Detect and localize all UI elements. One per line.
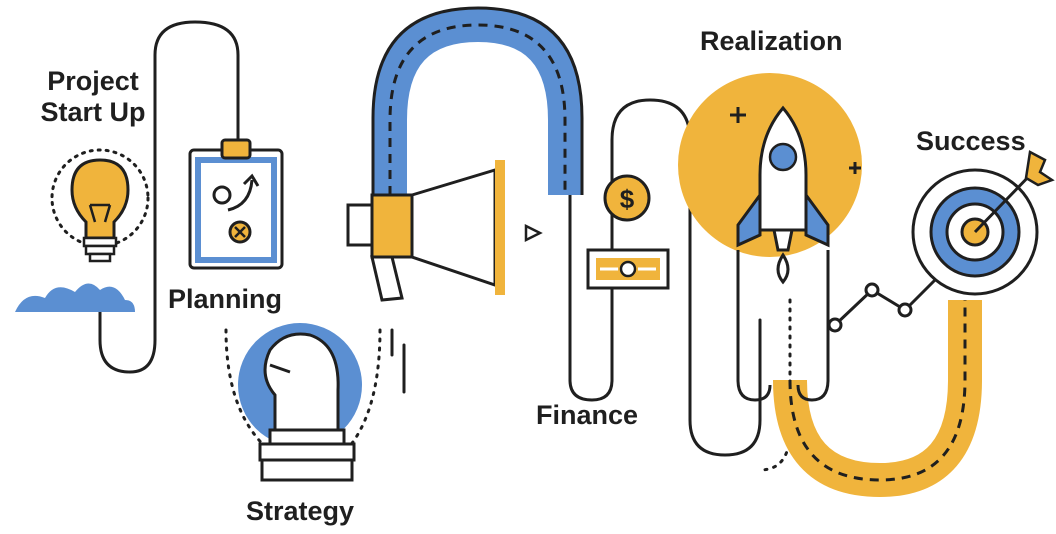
yellow-arc xyxy=(773,300,982,498)
growth-line-icon xyxy=(827,278,937,333)
stage-label-success: Success xyxy=(916,126,1026,156)
currency-symbol: $ xyxy=(620,184,635,214)
clipboard-icon xyxy=(188,138,284,270)
connecting-path xyxy=(98,20,762,457)
chess-knight-icon xyxy=(238,323,362,482)
blue-arch xyxy=(371,6,584,195)
stage-label-finance: Finance xyxy=(536,400,639,430)
banknote-icon xyxy=(586,248,670,290)
rocket-icon xyxy=(678,73,862,402)
coin-icon: $ xyxy=(603,174,651,222)
stage-label-realization: Realization xyxy=(700,26,843,56)
stage-label-strategy: Strategy xyxy=(246,496,355,526)
light-bulb-icon xyxy=(50,148,150,263)
target-icon xyxy=(911,150,1055,296)
cloud-icon xyxy=(15,283,135,312)
stage-label-planning: Planning xyxy=(168,284,282,314)
megaphone-icon xyxy=(346,160,543,302)
stage-label-project-start-up: Project Start Up xyxy=(40,66,146,128)
